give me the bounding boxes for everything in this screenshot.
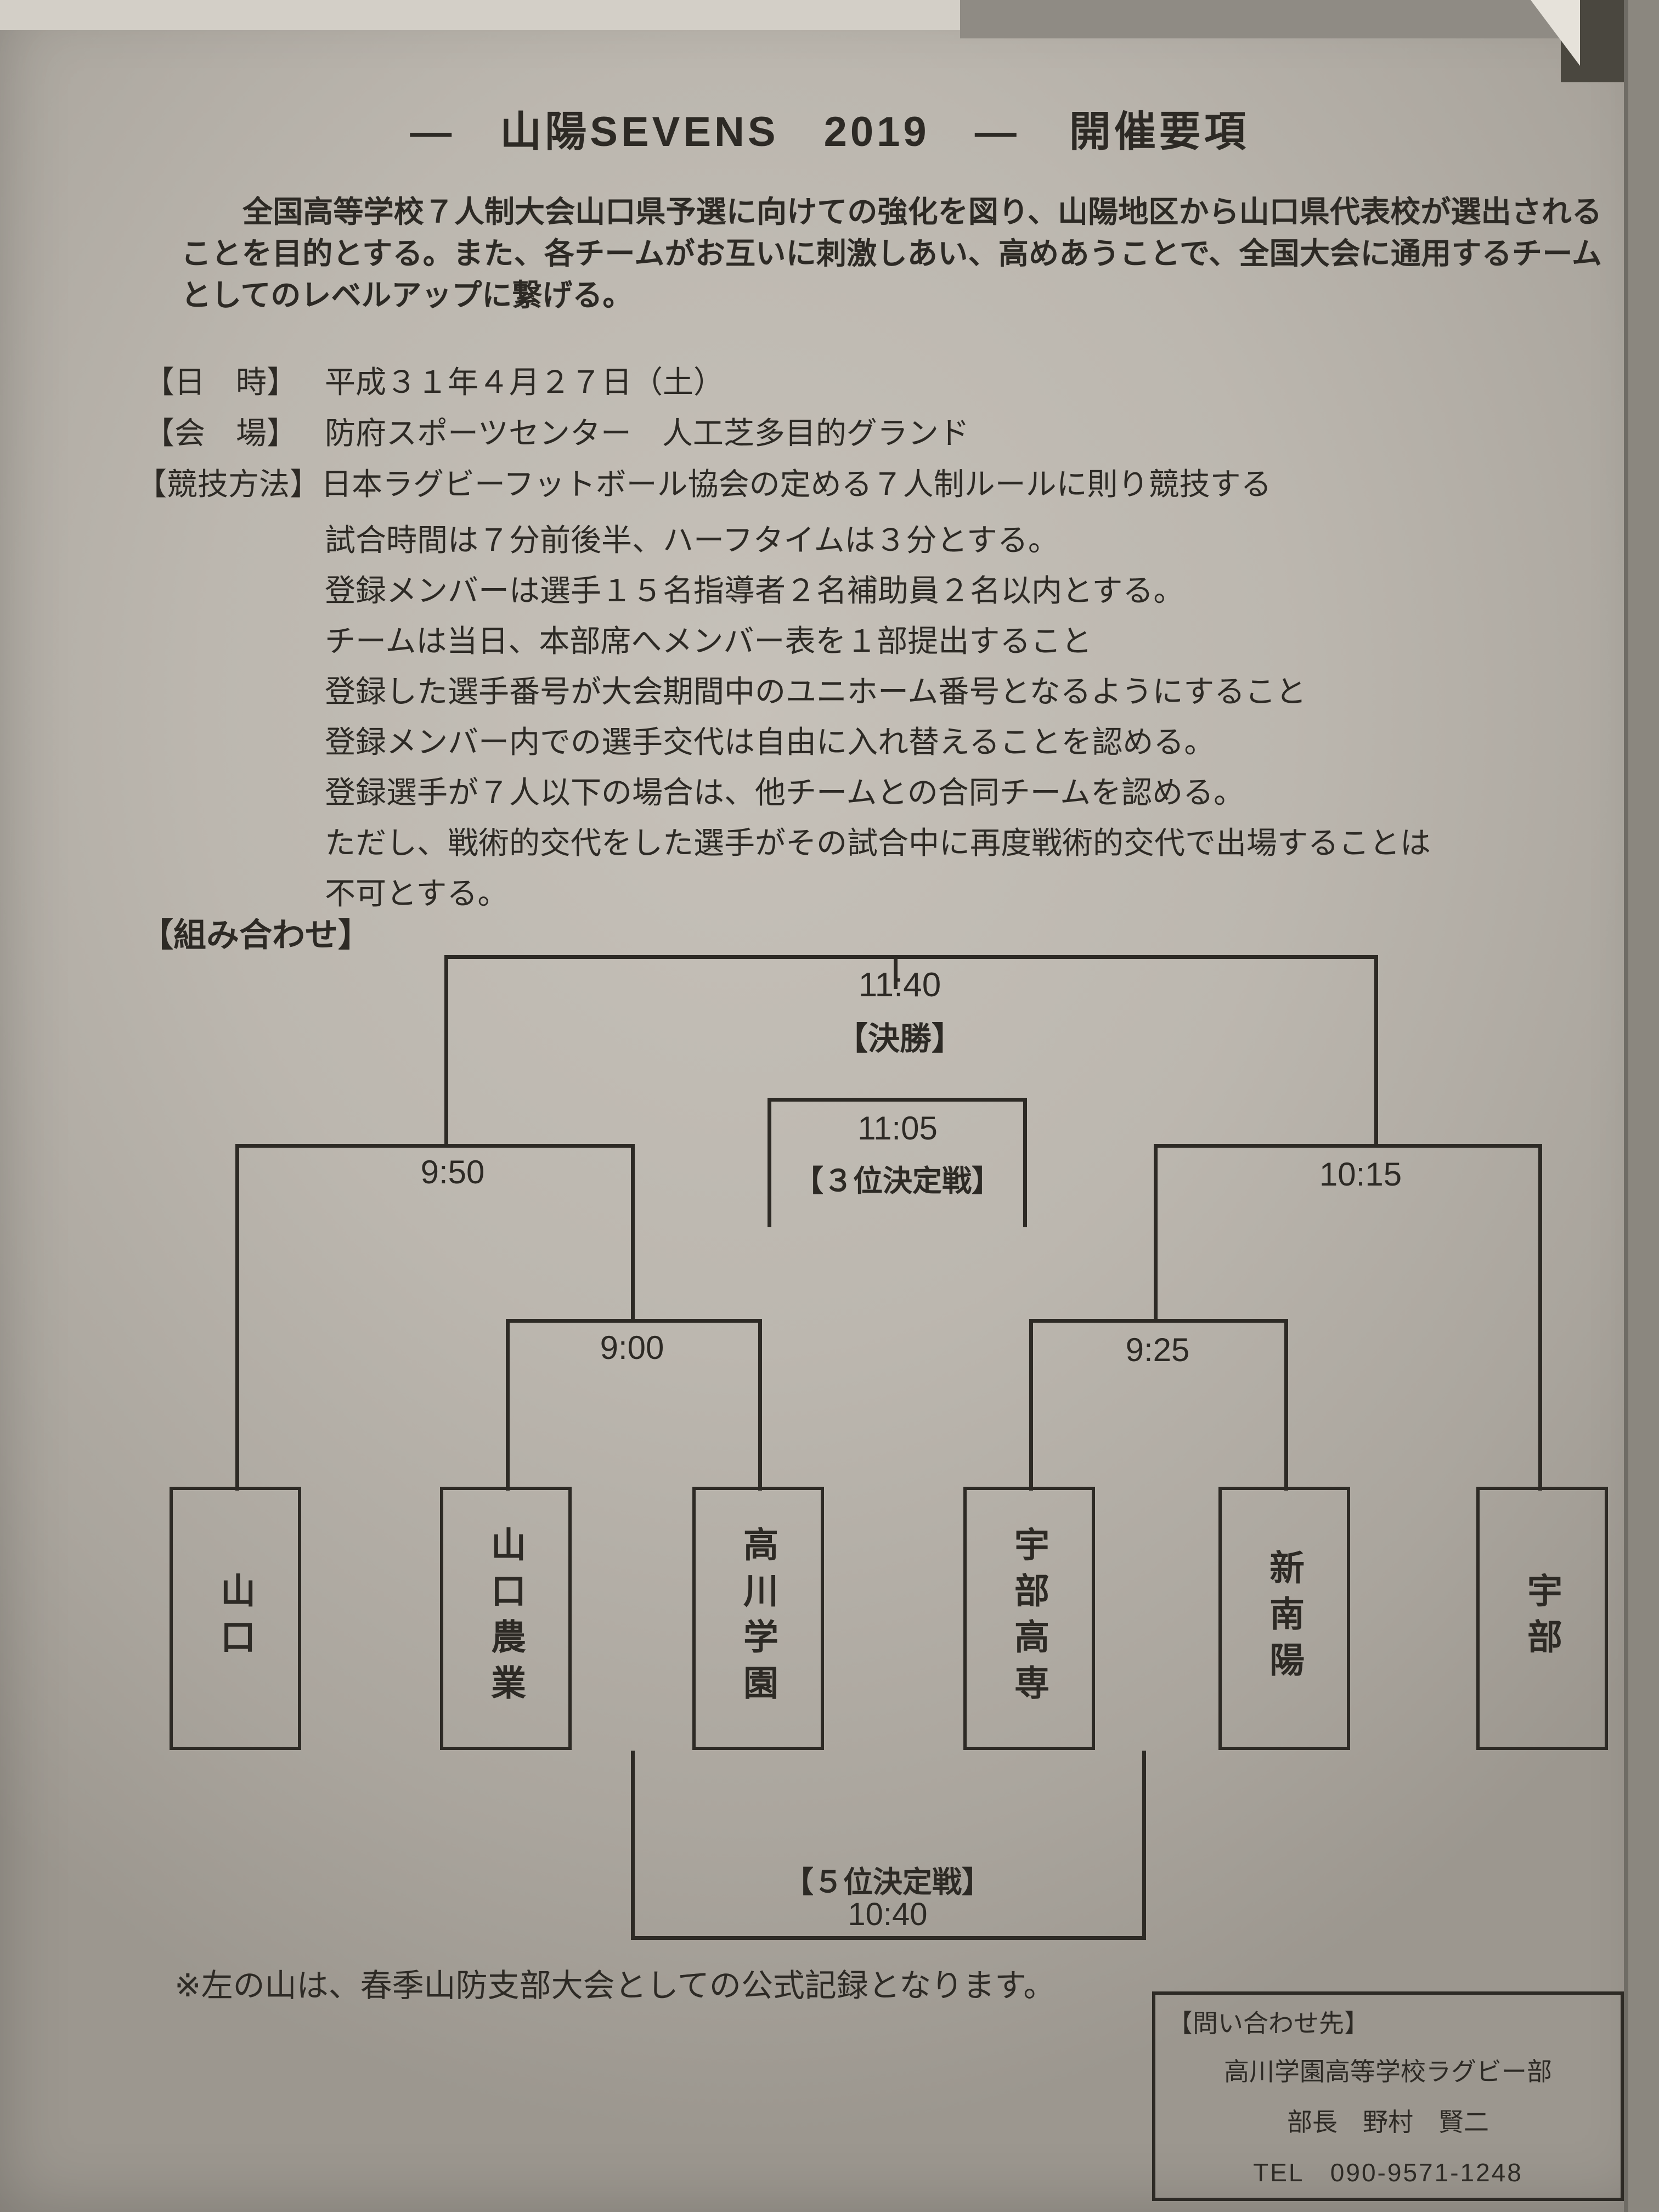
- bracket-line-round1-left: [506, 1319, 762, 1323]
- detail-method-value: 日本ラグビーフットボール協会の定める７人制ルールに則り競技する: [321, 467, 1272, 501]
- bracket-heading: 【組み合わせ】: [140, 917, 371, 953]
- round1-left-time: 9:00: [600, 1329, 664, 1366]
- bracket-line-semifinal-left: [235, 1144, 635, 1148]
- round1-right-time: 9:25: [1125, 1331, 1190, 1368]
- bracket-line-fifth-left: [631, 1751, 635, 1940]
- fifth-place-label: 【５位決定戦】: [784, 1866, 991, 1899]
- fifth-place-time: 10:40: [848, 1897, 928, 1932]
- team-box-yamaguchi: 山口: [170, 1487, 301, 1750]
- footnote: ※左の山は、春季山防支部大会としての公式記録となります。: [174, 1968, 1056, 2004]
- contact-person: 部長 野村 賢二: [1287, 2108, 1489, 2136]
- photo-edge-right-line: [1624, 0, 1628, 2212]
- contact-org: 高川学園高等学校ラグビー部: [1224, 2057, 1552, 2086]
- bracket-line-round1-right: [1029, 1319, 1288, 1323]
- team-box-ube-kosen: 宇部高専: [963, 1487, 1095, 1750]
- detail-method-label: 【競技方法】: [136, 467, 320, 501]
- bracket-line-connector-right: [1154, 1144, 1158, 1323]
- bracket-line-third-place-right: [1023, 1098, 1027, 1227]
- rule-line: 不可とする。: [325, 876, 509, 911]
- semifinal-left-time: 9:50: [420, 1154, 485, 1190]
- detail-venue-value: 防府スポーツセンター 人工芝多目的グランド: [325, 416, 969, 450]
- bracket-line-final-left-drop: [444, 955, 448, 1148]
- bracket-line-semifinal-right: [1154, 1144, 1542, 1148]
- detail-date-label: 【日 時】: [144, 365, 297, 399]
- bracket-line-third-place-top: [768, 1098, 1027, 1102]
- rule-line: 登録した選手番号が大会期間中のユニホーム番号となるようにすること: [325, 674, 1307, 709]
- contact-tel: TEL 090-9571-1248: [1253, 2158, 1523, 2187]
- bracket-line-fifth-bottom: [631, 1936, 1146, 1940]
- table-edge-top-left: [0, 0, 960, 30]
- semifinal-right-time: 10:15: [1319, 1156, 1402, 1193]
- contact-box: 【問い合わせ先】 高川学園高等学校ラグビー部 部長 野村 賢二 TEL 090-…: [1152, 1991, 1624, 2201]
- team-box-ube: 宇部: [1476, 1487, 1608, 1750]
- team-box-yamaguchi-nogyo: 山口農業: [440, 1487, 572, 1750]
- bracket-line-drop-team6: [1538, 1144, 1542, 1491]
- final-time: 11:40: [858, 966, 941, 1004]
- third-place-time: 11:05: [857, 1110, 938, 1147]
- bracket-line-drop-team3: [758, 1319, 762, 1491]
- contact-heading: 【問い合わせ先】: [1167, 2009, 1369, 2038]
- final-label: 【決勝】: [836, 1021, 964, 1057]
- team-box-shinnanyo: 新南陽: [1218, 1487, 1350, 1750]
- bracket-line-connector-left: [631, 1144, 635, 1323]
- bracket-line-third-place-left: [768, 1098, 771, 1227]
- bracket-line-final-top: [444, 955, 1378, 959]
- bracket-line-drop-team2: [506, 1319, 510, 1491]
- bracket-line-drop-team5: [1284, 1319, 1288, 1491]
- bracket-line-fifth-right: [1142, 1751, 1146, 1940]
- bracket-line-final-winner-tick: [894, 955, 898, 989]
- rule-line: ただし、戦術的交代をした選手がその試合中に再度戦術的交代で出場することは: [325, 826, 1431, 860]
- intro-paragraph: 全国高等学校７人制大会山口県予選に向けての強化を図り、山陽地区から山口県代表校が…: [181, 195, 1602, 312]
- rule-line: チームは当日、本部席へメンバー表を１部提出すること: [325, 624, 1092, 658]
- title-main: ― 山陽SEVENS 2019 ―: [410, 109, 1020, 155]
- rule-line: 試合時間は７分前後半、ハーフタイムは３分とする。: [325, 523, 1059, 557]
- third-place-label: 【３位決定戦】: [794, 1165, 1001, 1198]
- bracket-line-drop-team1: [235, 1144, 239, 1491]
- rule-line: 登録メンバー内での選手交代は自由に入れ替えることを認める。: [325, 725, 1215, 759]
- detail-date-value: 平成３１年４月２７日（土）: [325, 365, 724, 399]
- rule-line: 登録メンバーは選手１５名指導者２名補助員２名以内とする。: [325, 573, 1184, 608]
- bracket-line-drop-team4: [1029, 1319, 1033, 1491]
- rule-line: 登録選手が７人以下の場合は、他チームとの合同チームを認める。: [325, 775, 1245, 810]
- title-sub: 開催要項: [1069, 109, 1249, 155]
- photo-edge-right: [1628, 0, 1659, 2212]
- detail-venue-label: 【会 場】: [144, 416, 297, 450]
- team-box-takagawa-gakuen: 高川学園: [692, 1487, 824, 1750]
- paper-corner-edge: [1531, 0, 1580, 66]
- page-title: ― 山陽SEVENS 2019 ― 開催要項: [0, 98, 1659, 158]
- bracket-line-final-right-drop: [1374, 955, 1378, 1148]
